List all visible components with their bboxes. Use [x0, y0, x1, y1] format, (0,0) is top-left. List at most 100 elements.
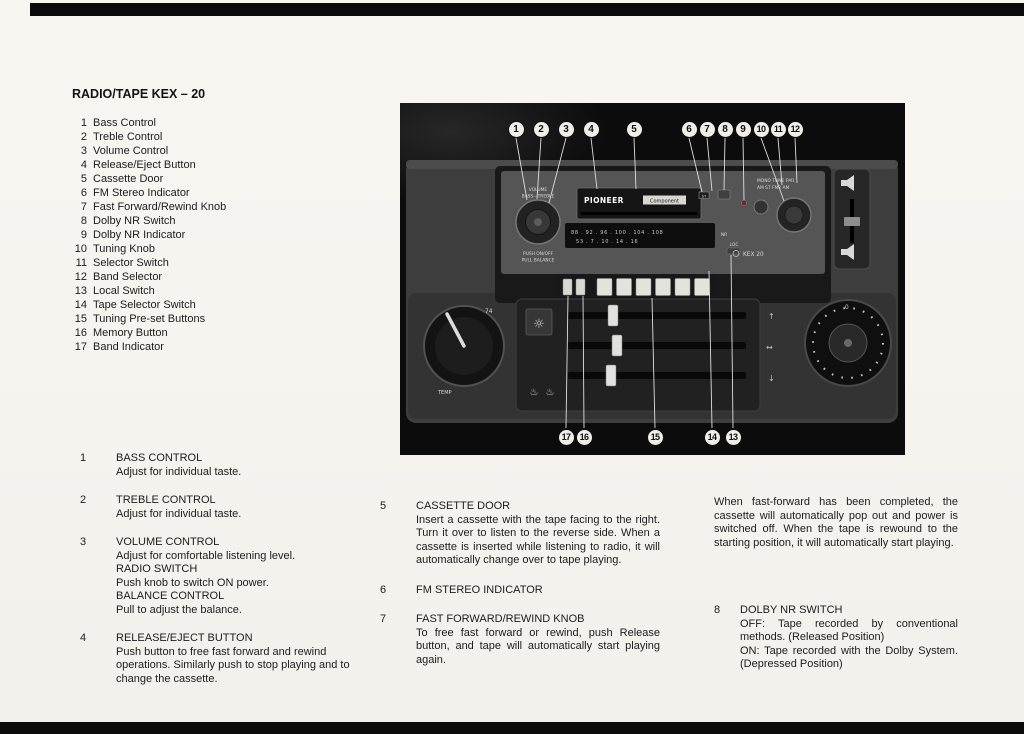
fan-knob: 0 — [804, 299, 892, 387]
nr-label: NR — [721, 232, 727, 238]
callout-17: 17 — [557, 428, 575, 446]
fm-scale-numbers: 88 . 92 . 96 . 100 . 104 . 108 — [571, 230, 664, 236]
stereo-indicator-label: ST — [702, 193, 707, 198]
part-label: Dolby NR Indicator — [93, 229, 186, 241]
speaker-icon — [841, 175, 854, 191]
callout-4: 4 — [582, 120, 600, 138]
callout-9: 9 — [734, 120, 752, 138]
description-text: Adjust for individual taste. — [116, 465, 242, 478]
parts-list-item: 14 Tape Selector Switch — [72, 298, 226, 312]
part-number: 3 — [80, 145, 87, 157]
part-label: FM Stereo Indicator — [93, 187, 190, 199]
band-indicator — [562, 278, 573, 296]
description-text: Insert a cassette with the tape facing t… — [416, 513, 660, 567]
description-content: FM STEREO INDICATOR — [416, 584, 660, 598]
part-label: Band Selector — [93, 271, 163, 283]
description-number: 2 — [80, 494, 87, 506]
airflow-icons: ↑ ↔ ↓ — [766, 312, 775, 383]
part-number: 4 — [80, 159, 87, 171]
memory-button — [575, 278, 586, 296]
defrost-icon: ♨ — [530, 387, 539, 398]
scan-edge-top-bar — [30, 3, 1024, 16]
part-label: Selector Switch — [93, 257, 169, 269]
part-number: 9 — [80, 229, 87, 241]
band-selector-labels: MONO TUNE FM1 AM ST FM2 AM — [757, 178, 795, 191]
selector-switch — [753, 199, 769, 215]
part-label: Fast Forward/Rewind Knob — [93, 201, 227, 213]
description-heading: BALANCE CONTROL — [116, 590, 225, 602]
scan-edge-bottom-bar — [0, 722, 1024, 734]
description-text: Pull to adjust the balance. — [116, 603, 242, 616]
parts-list-item: 4 Release/Eject Button — [72, 158, 226, 172]
defrost-icon: ♨ — [546, 387, 555, 398]
callout-13: 13 — [724, 428, 742, 446]
description-heading: RELEASE/EJECT BUTTON — [116, 632, 253, 644]
part-label: Release/Eject Button — [93, 159, 196, 171]
callout-1: 1 — [507, 120, 525, 138]
description-number: 1 — [80, 452, 87, 464]
part-number: 5 — [80, 173, 87, 185]
pull-balance-label: PULL BALANCE — [522, 258, 555, 264]
description-heading: RADIO SWITCH — [116, 563, 198, 575]
part-number: 17 — [74, 341, 87, 353]
speaker-icon — [841, 244, 854, 260]
continuation-paragraph: When fast-forward has been completed, th… — [714, 496, 958, 549]
part-number: 7 — [80, 201, 87, 213]
tuning-knob — [776, 197, 812, 233]
volume-label: VOLUME — [529, 187, 548, 193]
loc-label: LOC — [730, 242, 739, 248]
slider-controls — [568, 304, 746, 387]
part-number: 14 — [74, 299, 87, 311]
description-number: 5 — [380, 500, 387, 512]
description-heading: TREBLE CONTROL — [116, 494, 216, 506]
callout-12: 12 — [786, 120, 804, 138]
part-number: 1 — [80, 117, 87, 129]
light-switch: ☼ — [525, 308, 553, 336]
callout-6: 6 — [680, 120, 698, 138]
air-down-icon: ↓ — [768, 374, 775, 383]
bass-treble-label: BASS—TREBLE — [522, 194, 555, 200]
selector-row1-label: MONO TUNE FM1 — [757, 178, 795, 184]
parts-list-item: 9 Dolby NR Indicator — [72, 228, 226, 242]
callout-15: 15 — [646, 428, 664, 446]
part-number: 13 — [74, 285, 87, 297]
model-number: KEX 20 — [743, 252, 764, 258]
am-scale-numbers: 53 . 7 . 10 . 14 . 16 — [576, 239, 638, 245]
description-number: 7 — [380, 613, 387, 625]
part-label: Tuning Pre-set Buttons — [93, 313, 206, 325]
description-number: 3 — [80, 536, 87, 548]
description-text: Push button to free fast forward and rew… — [116, 645, 350, 685]
description-text: To free fast forward or rewind, push Rel… — [416, 626, 660, 666]
dolby-nr-indicator — [741, 200, 747, 206]
frequency-scale: 88 . 92 . 96 . 100 . 104 . 108 53 . 7 . … — [565, 223, 715, 248]
parts-list-item: 15 Tuning Pre-set Buttons — [72, 312, 226, 326]
part-label: Tape Selector Switch — [93, 299, 196, 311]
temp-knob: 74 TEMP — [423, 305, 505, 396]
part-number: 15 — [74, 313, 87, 325]
description-heading: CASSETTE DOOR — [416, 500, 511, 512]
description-text: Push knob to switch ON power. — [116, 576, 269, 589]
part-label: Tuning Knob — [93, 243, 155, 255]
callout-2: 2 — [532, 120, 550, 138]
